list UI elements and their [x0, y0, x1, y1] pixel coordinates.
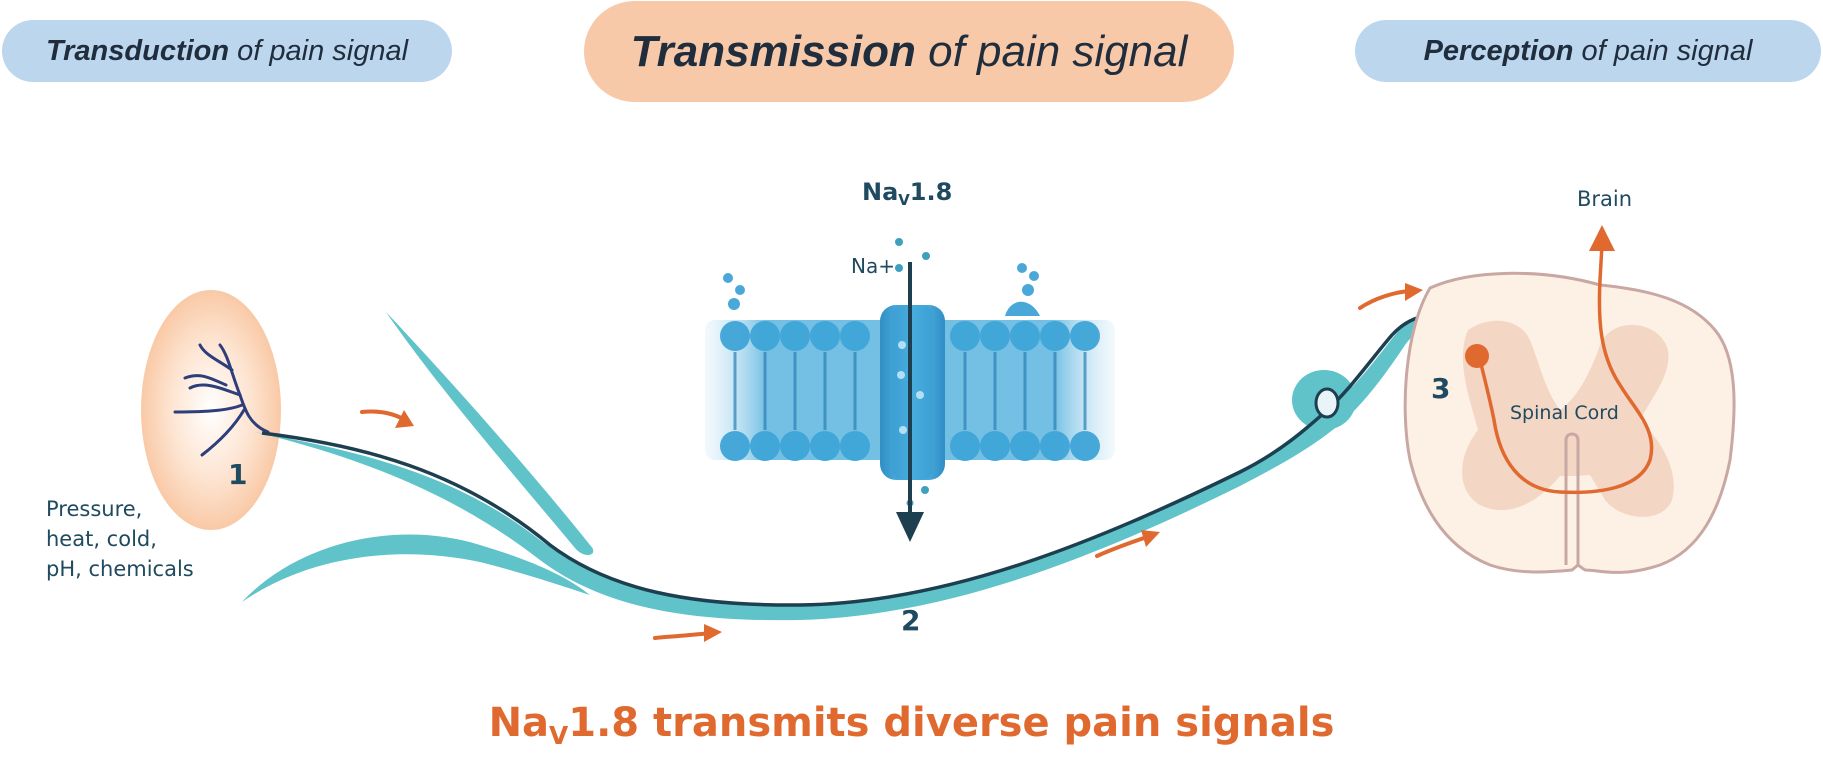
transduction-header: Transduction of pain signal — [2, 20, 452, 82]
perception-header: Perception of pain signal — [1355, 20, 1821, 82]
footer-main: Na — [488, 700, 550, 746]
channel-title: NaV1.8 — [862, 178, 953, 209]
footer-tail: 1.8 transmits diverse pain signals — [568, 700, 1335, 746]
gray-matter — [1462, 320, 1674, 517]
perception-rest: of pain signal — [1573, 34, 1753, 67]
stimuli-label: Pressure, heat, cold, pH, chemicals — [46, 494, 194, 584]
brain-arrow-icon — [1589, 225, 1615, 251]
channel-name-sub: V — [898, 190, 910, 209]
sodium-channel — [880, 305, 945, 480]
footer-title: NaV1.8 transmits diverse pain signals — [0, 700, 1823, 750]
stimuli-line-3: pH, chemicals — [46, 557, 194, 581]
ascending-pathway — [1465, 225, 1654, 495]
signal-arrow-icon — [360, 409, 414, 428]
glycan-icon — [723, 263, 1040, 316]
channel-name-main: Na — [862, 178, 899, 206]
transmission-bold: Transmission — [630, 26, 916, 76]
stimuli-line-2: heat, cold, — [46, 527, 157, 551]
brain-label: Brain — [1577, 187, 1633, 211]
synapse-dot-icon — [1465, 344, 1489, 368]
step-3-label: 3 — [1431, 372, 1451, 405]
cell-membrane — [705, 263, 1115, 461]
footer-sub: V — [549, 720, 569, 750]
nerve-ending-icon — [173, 343, 270, 457]
signal-arrow-icon — [653, 624, 722, 642]
perception-bold: Perception — [1423, 34, 1574, 67]
stimuli-line-1: Pressure, — [46, 497, 143, 521]
step-1-label: 1 — [228, 458, 248, 491]
spinal-cord — [1403, 271, 1736, 574]
transmission-rest: of pain signal — [915, 26, 1188, 76]
transduction-rest: of pain signal — [229, 34, 409, 67]
cell-body-icon — [1314, 387, 1340, 419]
channel-name-tail: 1.8 — [909, 178, 953, 206]
transmission-header: Transmission of pain signal — [584, 1, 1234, 102]
ion-label: Na+ — [851, 254, 895, 278]
signal-arrow-icon — [1095, 530, 1160, 558]
spinal-cord-label: Spinal Cord — [1510, 402, 1619, 424]
transduction-bold: Transduction — [45, 34, 230, 67]
signal-arrow-icon — [1358, 283, 1423, 310]
axon-line — [261, 313, 1472, 607]
signal-arrows — [360, 283, 1423, 642]
step-2-label: 2 — [901, 604, 921, 637]
ion-flow-arrow-icon — [896, 262, 924, 542]
